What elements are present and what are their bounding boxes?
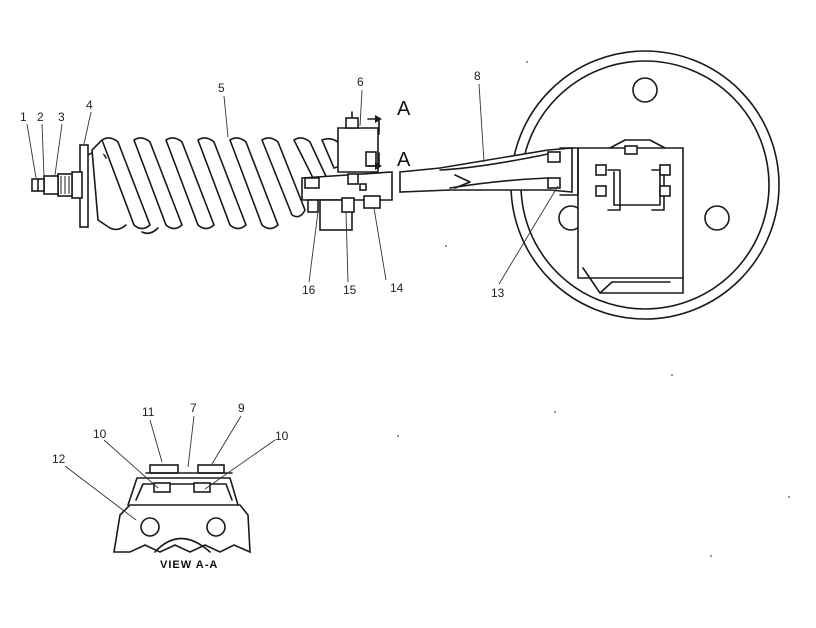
callout-13: 13	[491, 286, 505, 300]
callout-16: 16	[302, 283, 316, 297]
wheel-hole-top	[632, 77, 658, 103]
section-view-a-a	[113, 464, 251, 554]
callout-12: 12	[52, 452, 66, 466]
main-leaders	[26, 83, 559, 285]
callout-10-right: 10	[275, 429, 289, 443]
callout-4: 4	[86, 98, 93, 112]
section-mark-upper: A	[397, 98, 411, 120]
callout-15: 15	[343, 283, 357, 297]
adjuster-end	[31, 144, 89, 228]
callout-14: 14	[390, 281, 404, 295]
callout-9: 9	[238, 401, 245, 415]
callout-5: 5	[218, 81, 225, 95]
callout-8: 8	[474, 69, 481, 83]
callout-7: 7	[190, 401, 197, 415]
spring-bracket	[301, 111, 393, 231]
section-marker: A A	[367, 98, 411, 171]
connecting-rod	[399, 147, 579, 196]
callout-1: 1	[20, 110, 27, 124]
callout-3: 3	[58, 110, 65, 124]
scan-specks	[397, 61, 790, 557]
idler-yoke-block	[577, 139, 684, 294]
callout-6: 6	[357, 75, 364, 89]
view-caption: VIEW A-A	[160, 559, 218, 571]
recoil-spring	[87, 137, 345, 235]
callout-10-left: 10	[93, 427, 107, 441]
wheel-hole-right	[704, 205, 730, 231]
view-leaders	[64, 415, 276, 521]
idler-wheel	[510, 50, 780, 320]
callout-2: 2	[37, 110, 44, 124]
callout-11: 11	[142, 405, 155, 419]
section-mark-lower: A	[397, 149, 411, 171]
